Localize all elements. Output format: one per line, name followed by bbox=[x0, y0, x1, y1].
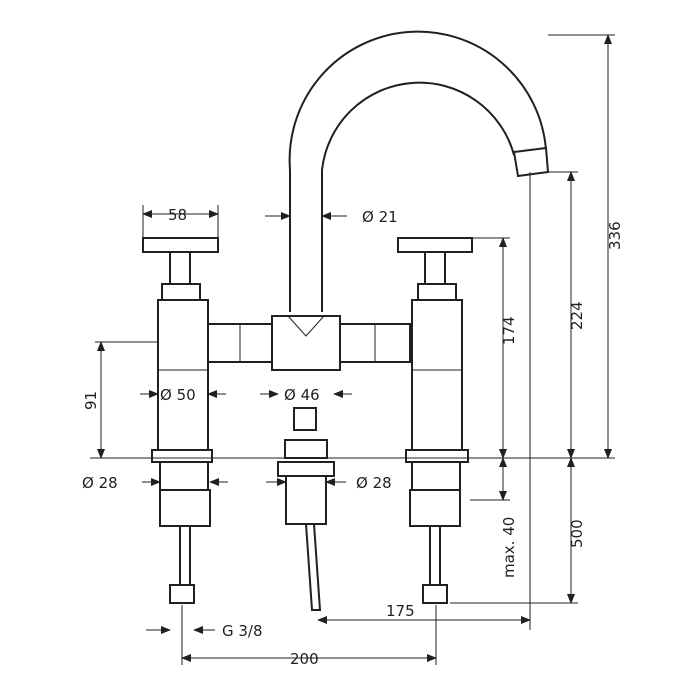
dim-total-height: 336 bbox=[606, 221, 624, 250]
crossbar bbox=[204, 315, 411, 371]
dim-popup-diameter: Ø 46 bbox=[284, 386, 320, 404]
dim-connection-thread: G 3/8 bbox=[222, 622, 263, 640]
popup-waste bbox=[277, 407, 335, 611]
left-valve bbox=[142, 237, 219, 604]
spout bbox=[288, 30, 550, 312]
dim-hose-length: 500 bbox=[568, 519, 586, 548]
right-valve bbox=[397, 237, 473, 604]
dim-handle-height: 174 bbox=[500, 316, 518, 345]
dim-max-deck-thickness: max. 40 bbox=[500, 517, 518, 578]
dim-center-hole-diameter: Ø 28 bbox=[356, 474, 392, 492]
dim-handle-width: 58 bbox=[168, 206, 187, 224]
dim-spout-reach: 175 bbox=[386, 602, 415, 620]
dim-body-diameter: Ø 50 bbox=[160, 386, 196, 404]
dim-spout-diameter: Ø 21 bbox=[362, 208, 398, 226]
dim-left-hole-diameter: Ø 28 bbox=[82, 474, 118, 492]
dim-center-distance: 200 bbox=[290, 650, 319, 668]
dim-spout-outlet-height: 224 bbox=[568, 301, 586, 330]
dim-body-height: 91 bbox=[82, 391, 100, 410]
